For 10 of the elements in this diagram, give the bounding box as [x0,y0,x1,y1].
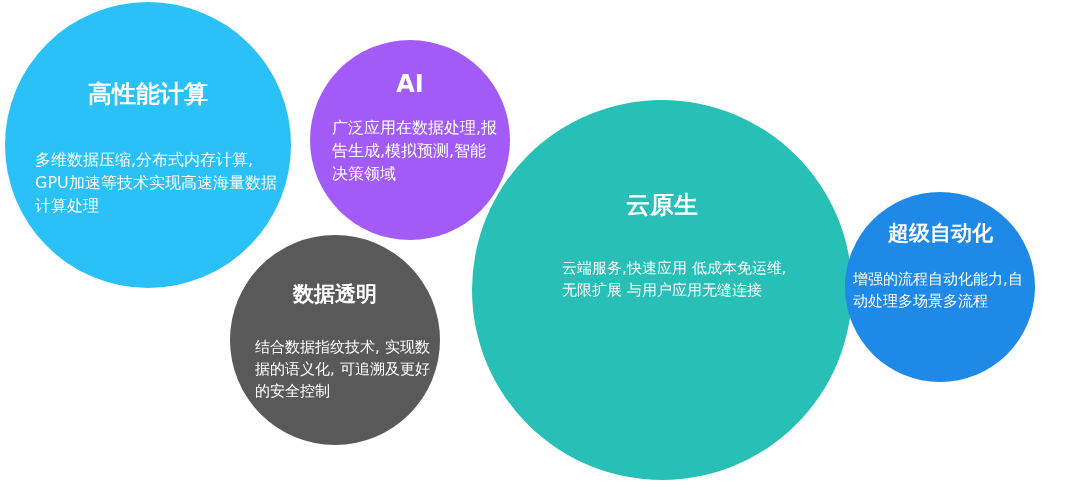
circle-description: 增强的流程自动化能力,自动处理多场景多流程 [853,269,1024,312]
circle-title: 高性能计算 [87,78,209,110]
circle-title: 超级自动化 [886,220,994,248]
circle-description: 多维数据压缩,分布式内存计算, GPU加速等技术实现高速海量数据计算处理 [35,149,278,218]
circle-description: 云端服务,快速应用 低成本免运维, 无限扩展 与用户应用无缝连接 [562,258,787,301]
circle-title: 数据透明 [291,281,378,309]
circle-title: AI [395,69,425,98]
circle-title: 云原生 [625,189,699,221]
circle-description: 广泛应用在数据处理,报告生成,模拟预测,智能决策领域 [332,117,499,186]
circle-description: 结合数据指纹技术, 实现数据的语义化, 可追溯及更好的安全控制 [255,337,431,402]
